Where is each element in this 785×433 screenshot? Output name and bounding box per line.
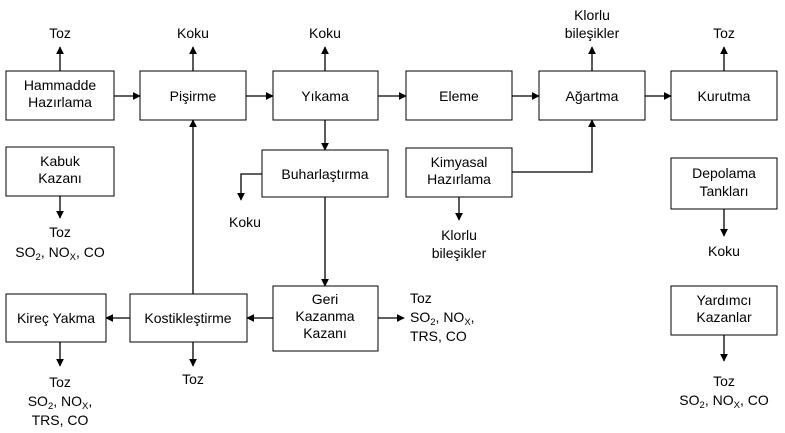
emission-toz-kirec: Toz [49,374,71,390]
emission-gases-geri: SO2, NOX, [410,309,475,328]
label-yikama: Yıkama [301,88,349,104]
emission-koku-pisirme: Koku [177,25,209,41]
no-text: NO [713,392,734,408]
label-geri-1: Geri [312,291,338,307]
label-agartma: Ağartma [566,88,619,104]
label-geri-3: Kazanı [303,325,347,341]
label-kimyasal-1: Kimyasal [431,154,488,170]
label-kurutma: Kurutma [698,88,751,104]
so-text: SO [28,393,48,409]
emission-klorlu-kimyasal: Klorlu [441,227,477,243]
emission-trs-geri: TRS, CO [410,328,467,344]
label-kabuk-2: Kazanı [38,170,82,186]
emission-bilesikler-agartma: bileşikler [565,25,620,41]
no-subscript: X [734,400,741,411]
label-kabuk-1: Kabuk [40,153,81,169]
emission-labels: Toz Koku Koku Klorlu bileşikler Toz Koku… [15,7,769,428]
label-kostik: Kostikleştirme [144,310,231,326]
emission-koku-buhar: Koku [229,214,261,230]
node-kabuk [5,146,115,197]
no-subscript: X [82,401,89,412]
flow-edges [56,46,728,367]
label-yardimci-2: Kazanlar [696,309,752,325]
no-subscript: X [70,252,77,263]
no-text: NO [443,309,464,325]
so-text: SO [679,392,699,408]
emission-gases-kabuk: SO2, NOX, CO [15,244,105,263]
emission-koku-depolama: Koku [708,243,740,259]
emission-bilesikler-kimyasal: bileşikler [432,245,487,261]
emission-trs-kirec: TRS, CO [32,412,89,428]
node-depolama [670,157,778,210]
node-kirec [5,293,107,343]
label-depolama-1: Depolama [692,165,756,181]
so-text: SO [410,309,430,325]
no-text: NO [49,244,70,260]
no-text: NO [61,393,82,409]
label-depolama-2: Tankları [699,183,748,199]
box-labels: Hammadde Hazırlama Pişirme Yıkama Eleme … [17,77,756,341]
so-subscript: 2 [430,317,435,328]
edge-kimyasal-agartma [512,119,596,173]
emission-toz-hammadde: Toz [49,25,71,41]
emission-klorlu-agartma: Klorlu [574,7,610,23]
emission-toz-kabuk: Toz [49,224,71,240]
node-eleme [405,70,513,121]
so-subscript: 2 [48,401,53,412]
label-hammadde-2: Hazırlama [28,94,92,110]
process-boxes [5,70,778,352]
node-yikama [272,70,379,121]
node-hammadde [5,70,115,121]
no-subscript: X [464,317,471,328]
so-text: SO [15,244,35,260]
label-geri-2: Kazanma [295,308,354,324]
label-eleme: Eleme [439,88,479,104]
node-kimyasal [405,147,513,198]
label-buhar: Buharlaştırma [281,166,368,182]
node-kostik [129,293,248,343]
node-yardimci [670,285,778,336]
label-yardimci-1: Yardımcı [697,292,752,308]
label-hammadde-1: Hammadde [24,77,97,93]
emission-gases-kirec: SO2, NOX, [28,393,93,412]
emission-toz-kurutma: Toz [713,25,735,41]
emission-koku-yikama: Koku [309,25,341,41]
emission-toz-kostik: Toz [182,371,204,387]
so-subscript: 2 [700,400,705,411]
emission-gases-yardimci: SO2, NOX, CO [679,392,769,411]
node-buhar [261,149,389,198]
label-pisirme: Pişirme [170,88,217,104]
label-kimyasal-2: Hazırlama [427,171,491,187]
node-pisirme [139,70,247,121]
label-kirec: Kireç Yakma [17,310,95,326]
co-text: , CO [740,392,769,408]
emission-toz-geri: Toz [410,290,432,306]
emission-toz-yardimci: Toz [713,373,735,389]
edge-buhar-koku [237,173,262,201]
so-subscript: 2 [36,252,41,263]
node-kurutma [670,70,778,121]
node-agartma [538,70,646,121]
co-text: , CO [76,244,105,260]
node-geri [272,285,379,352]
